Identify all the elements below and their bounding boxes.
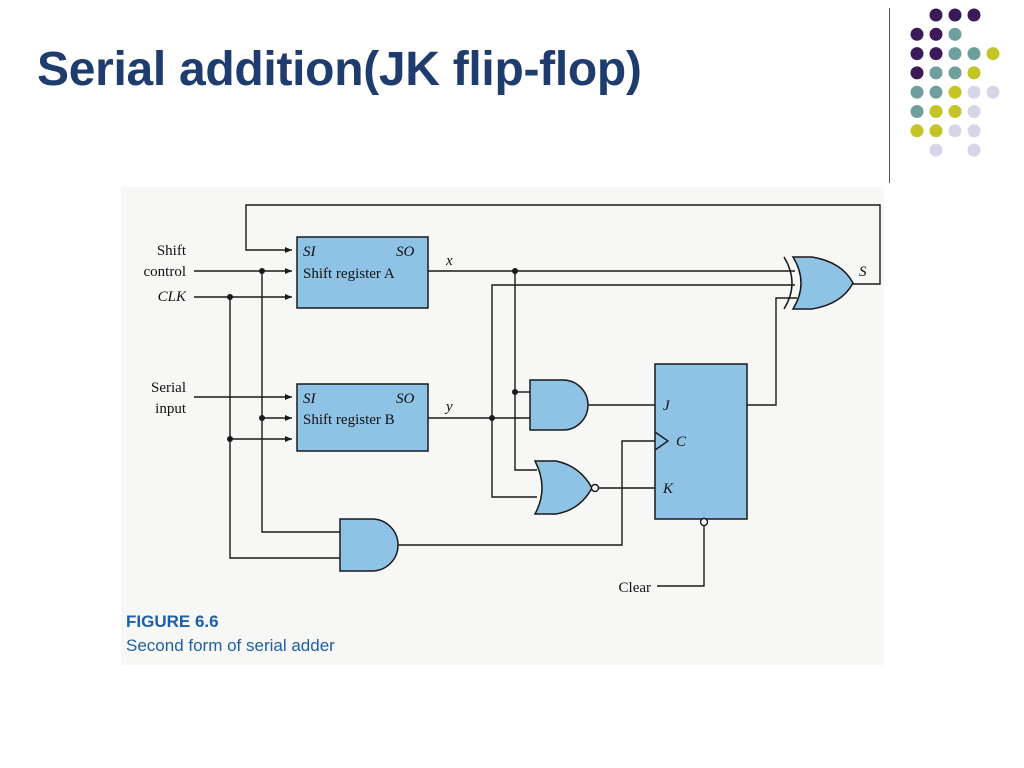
figure-panel (121, 187, 884, 665)
signal-x-label: x (445, 253, 453, 269)
junction-dots (227, 268, 518, 442)
register-a-si: SI (303, 244, 317, 260)
figure-caption: Second form of serial adder (126, 636, 335, 655)
register-b-label: Shift register B (303, 412, 395, 428)
register-b-si: SI (303, 391, 317, 407)
wires (194, 204, 881, 587)
and-gate-clock (339, 518, 399, 572)
feedback-wire (245, 204, 881, 285)
shift-control-label-line1: Shift (157, 243, 187, 259)
nor-gate-k (533, 460, 600, 515)
figure-number: FIGURE 6.6 (126, 612, 219, 631)
serial-input-label-line2: input (155, 401, 187, 417)
jk-flip-flop: J C K (654, 363, 748, 527)
register-a-so: SO (396, 244, 415, 260)
and-gate-j (529, 379, 589, 431)
ff-j-label: J (663, 398, 671, 414)
register-b-so: SO (396, 391, 415, 407)
clear-label: Clear (619, 580, 651, 596)
clk-label: CLK (158, 289, 187, 305)
xor-gate (783, 256, 854, 310)
register-a-label: Shift register A (303, 266, 395, 282)
signal-s-label: S (859, 264, 867, 280)
ff-k-label: K (662, 481, 674, 497)
shift-register-a: SI SO Shift register A (296, 236, 429, 309)
slide-title: Serial addition(JK flip-flop) (37, 43, 642, 96)
shift-control-label-line2: control (144, 264, 187, 280)
shift-register-b: SI SO Shift register B (296, 383, 429, 452)
signal-y-label: y (444, 399, 453, 415)
serial-input-label-line1: Serial (151, 380, 186, 396)
clear-wire (657, 524, 705, 587)
decorative-divider (889, 8, 890, 183)
ff-c-label: C (676, 434, 687, 450)
